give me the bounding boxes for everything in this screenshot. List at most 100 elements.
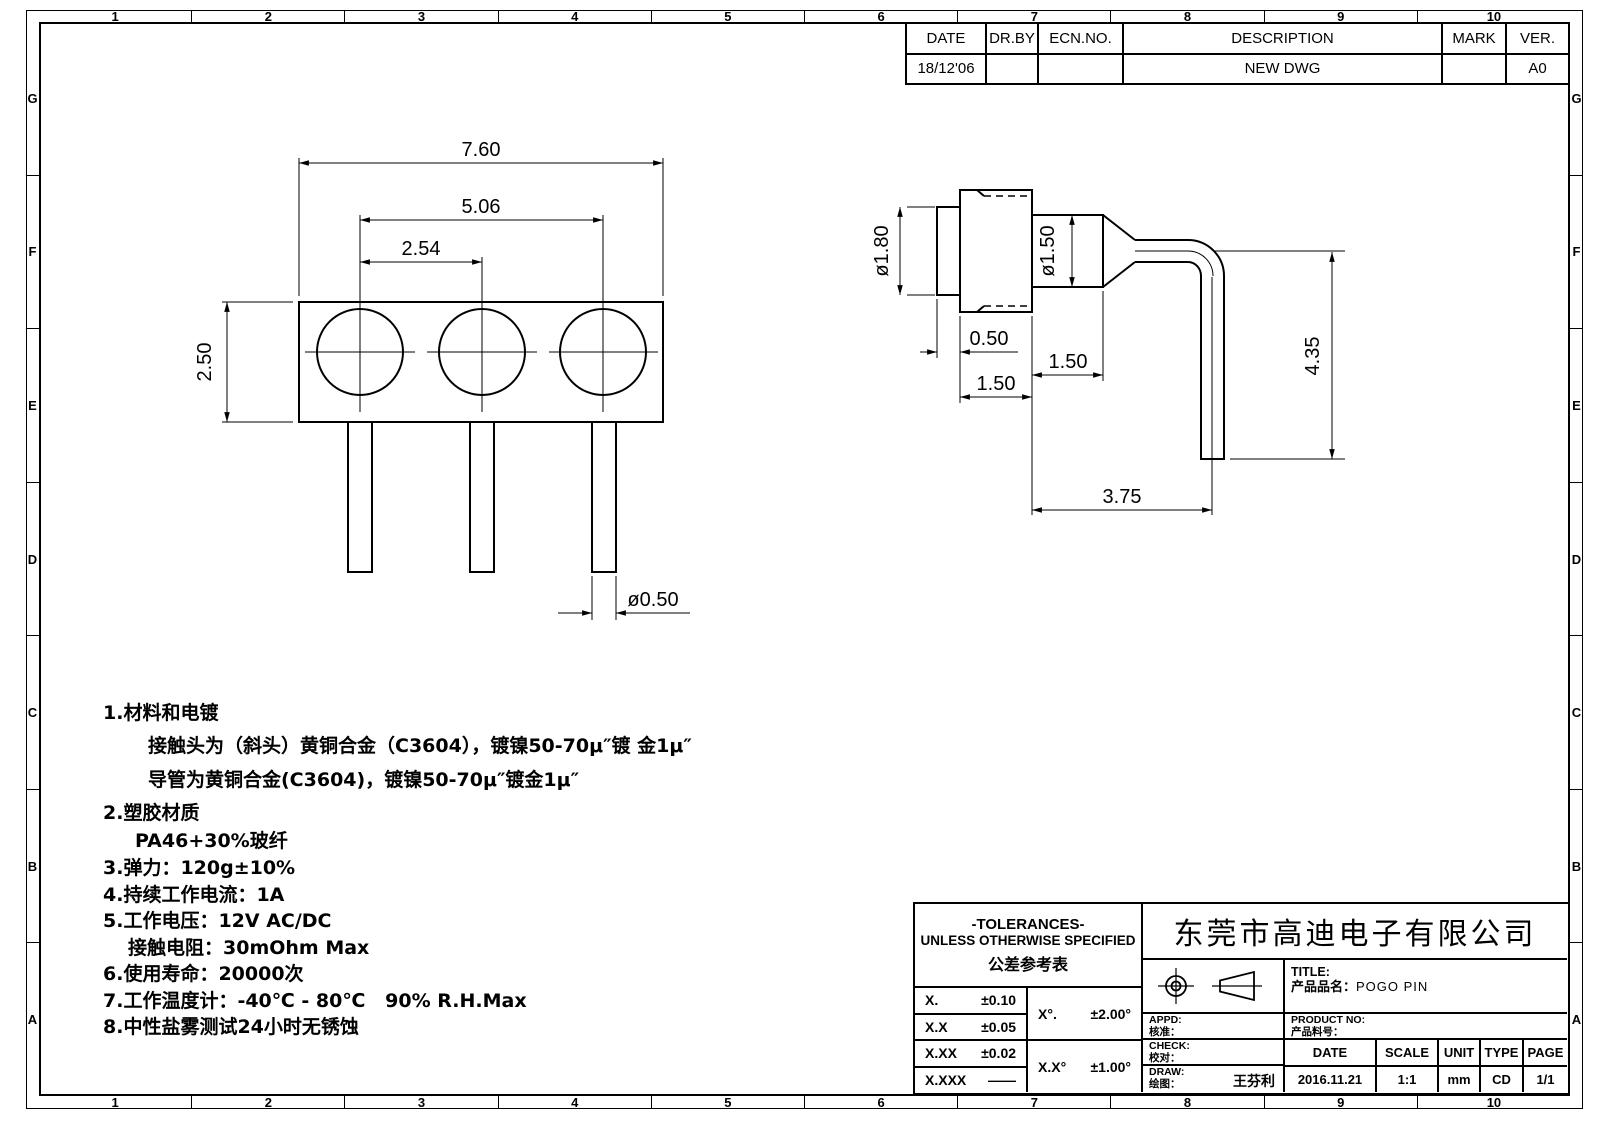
revision-header-drby: DR.BY [985, 24, 1037, 53]
dim-side-leg-reach: 3.75 [1103, 486, 1142, 508]
dim-front-width: 7.60 [462, 139, 501, 161]
tolerances-subtitle: UNLESS OTHERWISE SPECIFIED [920, 932, 1136, 948]
drawn-by: 王芬利 [1233, 1073, 1275, 1089]
check-label: CHECK: [1149, 1040, 1190, 1052]
date-value: 2016.11.21 [1297, 1072, 1363, 1087]
revision-entry-ecn [1037, 54, 1122, 83]
scale-header: SCALE [1375, 1040, 1437, 1065]
note-2a: PA46+30%玻纤 [135, 830, 288, 852]
tol-row: X°.±2.00° [1028, 988, 1141, 1041]
note-1b: 导管为黄铜合金(C3604)，镀镍50-70μ″镀金1μ″ [148, 769, 580, 791]
tol-row: X.XX±0.02 [915, 1041, 1027, 1068]
note-4: 4.持续工作电流：1A [103, 884, 285, 906]
date-scale-table: DATE SCALE UNIT TYPE PAGE 2016.11.21 1:1… [1285, 1040, 1567, 1092]
check-label-cn: 校对： [1149, 1052, 1181, 1064]
unit-value: mm [1437, 1067, 1479, 1092]
tolerances-table: X.±0.10 X.X±0.05 X.XX±0.02 X.XXX—— X°.±2… [915, 988, 1141, 1092]
dim-front-height: 2.50 [194, 343, 216, 382]
title-cell: TITLE: 产品品名：POGO PIN [1285, 960, 1567, 1014]
note-3: 3.弹力：120g±10% [103, 857, 296, 879]
date-scale-value-row: 2016.11.21 1:1 mm CD 1/1 [1285, 1067, 1567, 1092]
appd-cell: APPD: 核准： [1143, 1014, 1285, 1040]
hidden-lines [984, 195, 1032, 307]
revision-header-description: DESCRIPTION [1122, 24, 1441, 53]
projection-symbols [1143, 960, 1285, 1014]
type-value: CD [1479, 1067, 1522, 1092]
tol-row: X.X°±1.00° [1038, 1058, 1131, 1075]
title-label: TITLE: [1291, 965, 1330, 979]
revision-header-ver: VER. [1505, 24, 1568, 53]
tolerances-linear: X.±0.10 X.X±0.05 X.XX±0.02 X.XXX—— [915, 988, 1029, 1092]
note-5: 5.工作电压：12V AC/DC [103, 910, 332, 932]
centerlines [305, 215, 658, 412]
revision-entry-row: 18/12'06 NEW DWG A0 [907, 54, 1568, 83]
page-header: PAGE [1522, 1040, 1567, 1065]
date-header: DATE [1312, 1045, 1348, 1060]
date-scale-header-row: DATE SCALE UNIT TYPE PAGE [1285, 1040, 1567, 1067]
tolerances-angular: X°.±2.00° X.X°±1.00° [1028, 988, 1141, 1092]
front-view: 7.60 5.06 2.54 2.50 ø0.50 [194, 139, 690, 620]
note-2: 2.塑胶材质 [103, 802, 200, 824]
revision-entry-drby [985, 54, 1037, 83]
tol-row: X.X±0.05 [915, 1015, 1027, 1041]
draw-label-cn: 绘图： [1149, 1078, 1181, 1090]
tolerances-subtitle-cn: 公差参考表 [987, 956, 1068, 974]
check-cell: CHECK: 校对： [1143, 1040, 1285, 1066]
tolerances-title: -TOLERANCES- [971, 915, 1085, 933]
appd-label: APPD: [1149, 1014, 1182, 1026]
leg-2 [469, 421, 495, 573]
product-name-value: POGO PIN [1356, 979, 1429, 994]
dim-side-body-len: 1.50 [977, 373, 1016, 395]
revision-entry-mark [1441, 54, 1505, 83]
taper [1102, 214, 1136, 288]
dim-side-barrel-dia: ø1.50 [1037, 225, 1059, 276]
type-header: TYPE [1479, 1040, 1522, 1065]
bent-leg [1135, 239, 1225, 460]
note-1: 1.材料和电镀 [103, 702, 219, 724]
draw-label: DRAW: [1149, 1066, 1185, 1078]
company-name: 东莞市高迪电子有限公司 [1143, 904, 1567, 960]
revision-entry-description: NEW DWG [1122, 54, 1441, 83]
tolerances-box: -TOLERANCES- UNLESS OTHERWISE SPECIFIED … [915, 904, 1143, 1092]
revision-table: DATE DR.BY ECN.NO. DESCRIPTION MARK VER.… [905, 22, 1570, 85]
tol-row: X.±0.10 [915, 988, 1027, 1015]
scale-value: 1:1 [1375, 1067, 1437, 1092]
note-5a: 接触电阻：30mOhm Max [128, 937, 370, 959]
product-no-cell: PRODUCT NO: 产品料号： [1285, 1014, 1567, 1040]
side-view: ø1.80 ø1.50 0.50 1.50 1.50 4.35 3.75 [871, 189, 1345, 515]
revision-entry-date: 18/12'06 [917, 60, 975, 78]
leg-1 [347, 421, 373, 573]
dim-front-span: 5.06 [462, 196, 501, 218]
dim-front-pitch: 2.54 [402, 238, 441, 260]
unit-header: UNIT [1437, 1040, 1479, 1065]
product-name-line: 产品品名：POGO PIN [1291, 979, 1429, 994]
appd-label-cn: 核准： [1149, 1026, 1181, 1038]
revision-header-date: DATE [926, 29, 966, 47]
product-no-label-cn: 产品料号： [1291, 1026, 1344, 1038]
revision-header-mark: MARK [1441, 24, 1505, 53]
note-1a: 接触头为（斜头）黄铜合金（C3604），镀镍50-70μ″镀 金1μ″ [148, 735, 692, 757]
note-8: 8.中性盐雾测试24小时无锈蚀 [103, 1016, 359, 1038]
tolerances-header: -TOLERANCES- UNLESS OTHERWISE SPECIFIED … [915, 904, 1141, 988]
tol-row: X.XXX—— [925, 1071, 1017, 1088]
leg-centerline [1135, 250, 1214, 473]
dim-side-tip-dia: ø1.80 [871, 225, 893, 276]
dim-side-tip-len: 0.50 [970, 328, 1009, 350]
product-no-label: PRODUCT NO: [1291, 1014, 1366, 1026]
inner-border [39, 22, 1570, 1096]
leg-3 [591, 421, 617, 573]
draw-cell: DRAW: 绘图： 王芬利 [1143, 1066, 1285, 1092]
page-value: 1/1 [1522, 1067, 1567, 1092]
note-6: 6.使用寿命：20000次 [103, 963, 304, 985]
revision-header-ecn: ECN.NO. [1037, 24, 1122, 53]
revision-header-row: DATE DR.BY ECN.NO. DESCRIPTION MARK VER. [907, 24, 1568, 55]
title-block: -TOLERANCES- UNLESS OTHERWISE SPECIFIED … [913, 902, 1570, 1095]
dim-side-barrel-len: 1.50 [1049, 351, 1088, 373]
note-7: 7.工作温度计：-40℃ - 80℃ 90% R.H.Max [103, 990, 527, 1012]
